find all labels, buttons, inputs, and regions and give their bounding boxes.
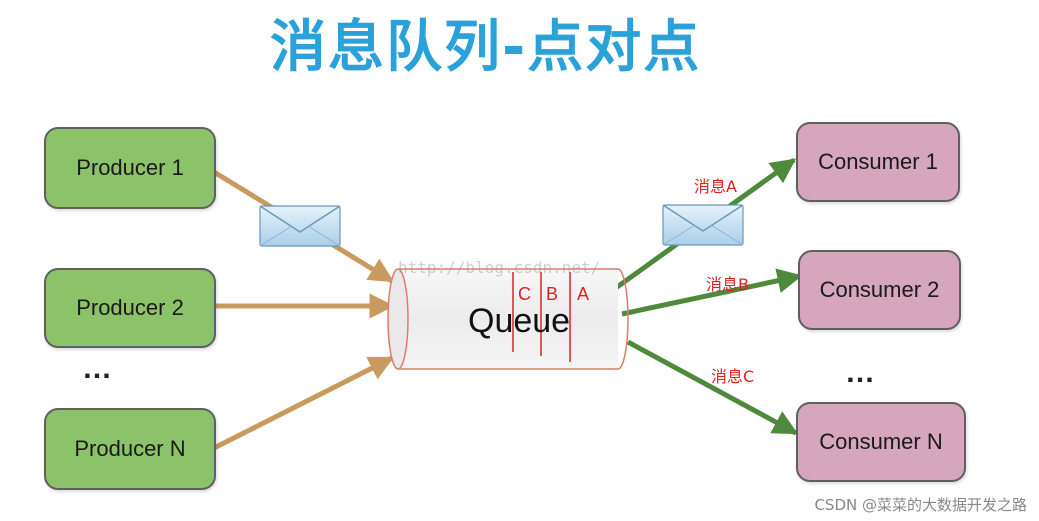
message-label-c: 消息C bbox=[711, 367, 755, 386]
queue-message-c: C bbox=[518, 284, 531, 304]
envelope-icon bbox=[259, 205, 341, 247]
producer-n: Producer N bbox=[44, 408, 216, 490]
producer-1: Producer 1 bbox=[44, 127, 216, 209]
arrow-producerN-to-queue bbox=[212, 355, 395, 451]
queue-message-b: B bbox=[546, 284, 559, 304]
message-label-b: 消息B bbox=[706, 275, 749, 294]
consumer-1: Consumer 1 bbox=[796, 122, 960, 202]
producer-2: Producer 2 bbox=[44, 268, 216, 348]
queue-message-a: A bbox=[577, 284, 590, 304]
arrow-queue-to-consumerN bbox=[626, 339, 799, 436]
consumer-ellipsis: … bbox=[845, 356, 879, 389]
message-label-a: 消息A bbox=[694, 177, 737, 196]
queue-label: Queue bbox=[468, 302, 571, 340]
diagram-title: 消息队列-点对点 bbox=[270, 15, 702, 80]
envelope-icon bbox=[662, 204, 744, 246]
consumer-n: Consumer N bbox=[796, 402, 966, 482]
arrow-queue-to-consumer2 bbox=[621, 268, 803, 317]
queue-cylinder bbox=[387, 268, 629, 370]
producer-ellipsis: … bbox=[82, 352, 116, 385]
footer-credit: CSDN @菜菜的大数据开发之路 bbox=[814, 496, 1027, 514]
consumer-2: Consumer 2 bbox=[798, 250, 961, 330]
watermark: http://blog.csdn.net/ bbox=[398, 258, 601, 277]
